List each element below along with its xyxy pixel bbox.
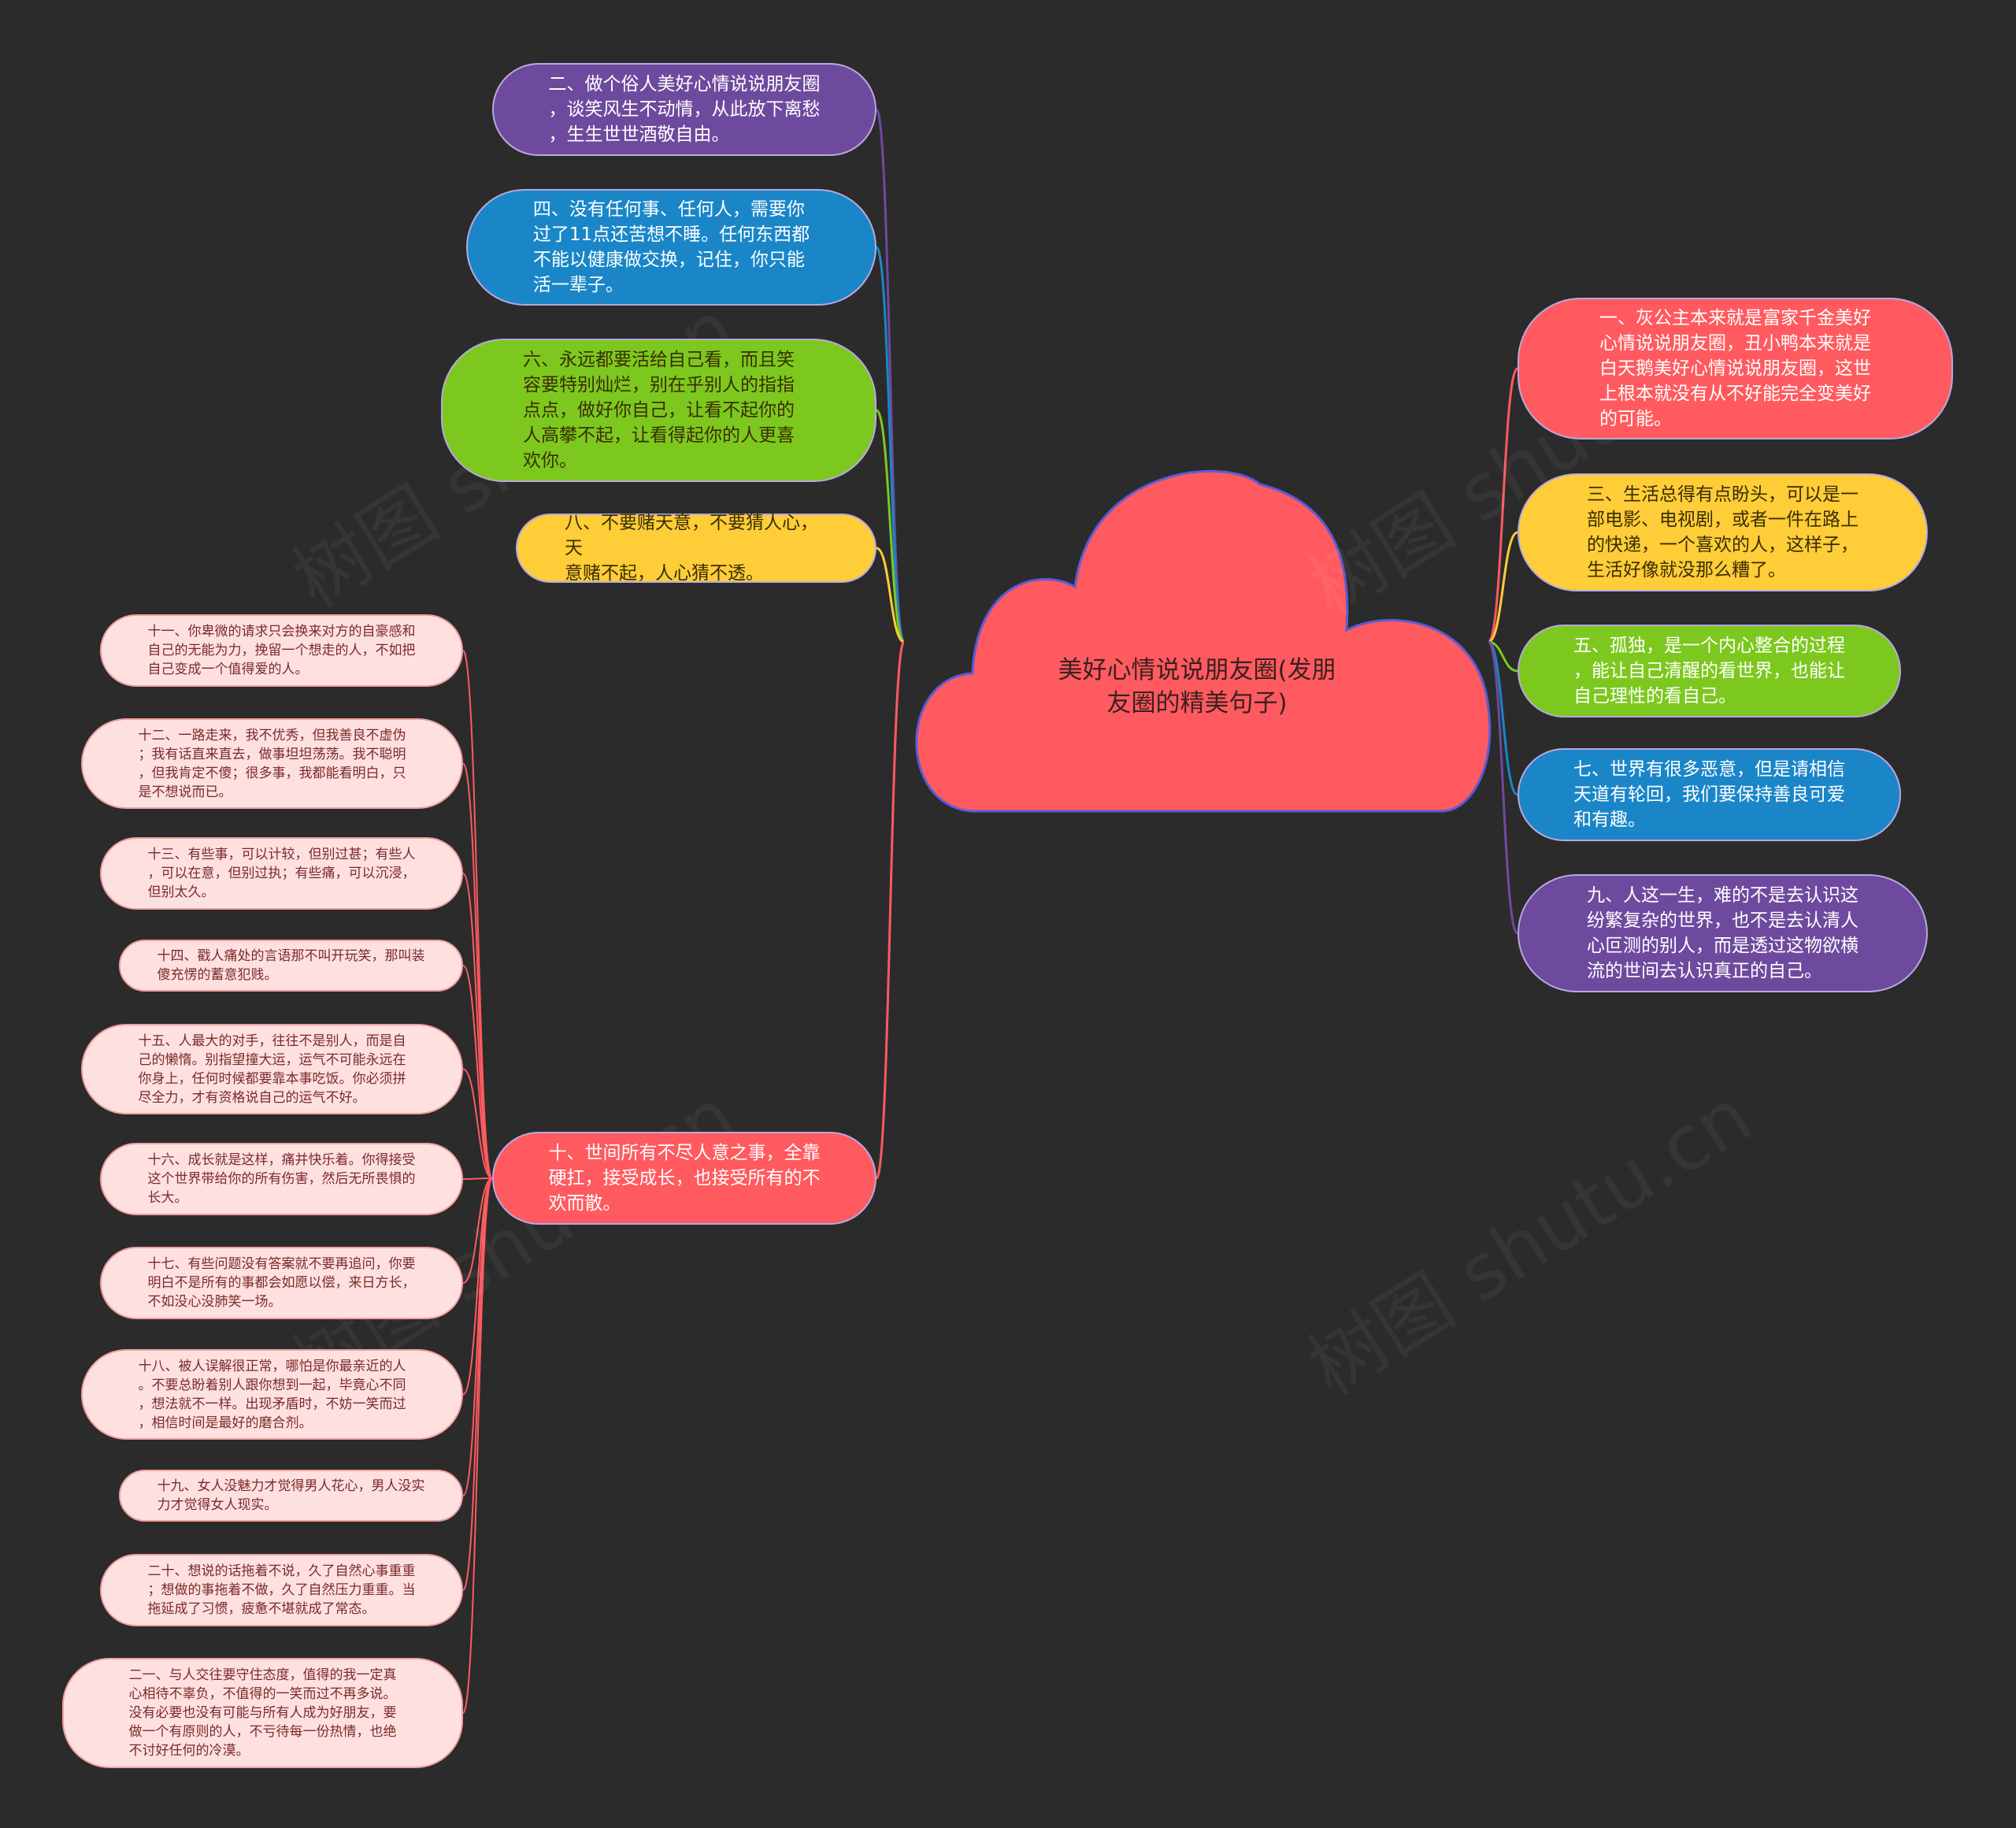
- connector-line: [462, 1177, 493, 1180]
- left-topic-node[interactable]: 六、永远都要活给自己看，而且笑 容要特别灿烂，别在乎别人的指指 点点，做好你自己…: [441, 339, 876, 482]
- node-text: 十三、有些事，可以计较，但别过甚；有些人 ，可以在意，但别过执；有些痛，可以沉浸…: [147, 847, 416, 900]
- connector-line: [875, 108, 906, 643]
- connector-line: [875, 640, 906, 1180]
- node-text: 九、人这一生，难的不是去认识这 纷繁复杂的世界，也不是去认清人 心叵测的别人，而…: [1587, 885, 1858, 981]
- node-text: 十、世间所有不尽人意之事，全靠 硬扛，接受成长，也接受所有的不 欢而散。: [548, 1143, 821, 1214]
- node-text: 七、世界有很多恶意，但是请相信 天道有轮回，我们要保持善良可爱 和有趣。: [1573, 759, 1845, 830]
- node-text: 二十、想说的话拖着不说，久了自然心事重重 ；想做的事拖着不做，久了自然压力重重。…: [147, 1563, 416, 1617]
- connector-line: [1487, 640, 1519, 935]
- node-text: 二一、与人交往要守住态度，值得的我一定真 心相待不辜负，不值得的一笑而过不再多说…: [128, 1667, 397, 1759]
- center-title: 美好心情说说朋友圈(发朋 友圈的精美句子): [1058, 656, 1336, 717]
- sub-topic-leaf[interactable]: 十一、你卑微的请求只会换来对方的自豪感和 自己的无能为力，挽留一个想走的人，不如…: [100, 614, 463, 687]
- sub-topic-leaf[interactable]: 十七、有些问题没有答案就不要再追问，你要 明白不是所有的事都会如愿以偿，来日方长…: [100, 1247, 463, 1319]
- node-text: 十九、女人没魅力才觉得男人花心，男人没实 力才觉得女人现实。: [157, 1478, 425, 1513]
- connector-lines: [462, 108, 1519, 1714]
- connector-line: [462, 1068, 493, 1179]
- connector-line: [462, 873, 493, 1179]
- right-topic-node[interactable]: 九、人这一生，难的不是去认识这 纷繁复杂的世界，也不是去认清人 心叵测的别人，而…: [1518, 874, 1928, 992]
- connector-line: [462, 1177, 493, 1714]
- connector-line: [1488, 640, 1518, 673]
- node-text: 十二、一路走来，我不优秀，但我善良不虚伪 ；我有话直来直去，做事坦坦荡荡。我不聪…: [138, 727, 406, 800]
- node-text: 十六、成长就是这样，痛并快乐着。你得接受 这个世界带给你的所有伤害，然后无所畏惧…: [147, 1152, 416, 1206]
- sub-topic-leaf[interactable]: 十六、成长就是这样，痛并快乐着。你得接受 这个世界带给你的所有伤害，然后无所畏惧…: [100, 1143, 463, 1215]
- connector-line: [1487, 367, 1519, 643]
- node-text: 十五、人最大的对手，往往不是别人，而是自 己的懒惰。别指望撞大运，运气不可能永远…: [138, 1033, 406, 1106]
- sub-topic-leaf[interactable]: 十四、戳人痛处的言语那不叫开玩笑，那叫装 傻充愣的蓄意犯贱。: [119, 940, 463, 992]
- sub-topic-leaf[interactable]: 十二、一路走来，我不优秀，但我善良不虚伪 ；我有话直来直去，做事坦坦荡荡。我不聪…: [81, 718, 463, 809]
- node-text: 三、生活总得有点盼头，可以是一 部电影、电视剧，或者一件在路上 的快递，一个喜欢…: [1587, 484, 1858, 580]
- connector-line: [462, 650, 493, 1179]
- sub-topic-leaf[interactable]: 十五、人最大的对手，往往不是别人，而是自 己的懒惰。别指望撞大运，运气不可能永远…: [81, 1024, 463, 1114]
- node-text: 十四、戳人痛处的言语那不叫开玩笑，那叫装 傻充愣的蓄意犯贱。: [157, 948, 425, 983]
- node-text: 八、不要赌天意，不要猜人心，天 意赌不起，人心猜不透。: [565, 513, 818, 584]
- sub-topic-leaf[interactable]: 十三、有些事，可以计较，但别过甚；有些人 ，可以在意，但别过执；有些痛，可以沉浸…: [100, 837, 463, 910]
- node-text: 五、孤独，是一个内心整合的过程 ，能让自己清醒的看世界，也能让 自己理性的看自己…: [1573, 636, 1845, 706]
- left-topic-node[interactable]: 十、世间所有不尽人意之事，全靠 硬扛，接受成长，也接受所有的不 欢而散。: [492, 1132, 876, 1225]
- sub-topic-leaf[interactable]: 十八、被人误解很正常，哪怕是你最亲近的人 。不要总盼着别人跟你想到一起，毕竟心不…: [81, 1349, 463, 1440]
- connector-line: [462, 965, 493, 1179]
- sub-topic-leaf[interactable]: 二一、与人交往要守住态度，值得的我一定真 心相待不辜负，不值得的一笑而过不再多说…: [62, 1658, 463, 1768]
- connector-line: [875, 246, 906, 643]
- center-cloud[interactable]: [915, 469, 1492, 813]
- node-text: 六、永远都要活给自己看，而且笑 容要特别灿烂，别在乎别人的指指 点点，做好你自己…: [523, 350, 795, 471]
- connector-line: [462, 1177, 493, 1284]
- left-topic-node[interactable]: 四、没有任何事、任何人，需要你 过了11点还苦想不睡。任何东西都 不能以健康做交…: [466, 189, 876, 306]
- connector-line: [1488, 531, 1518, 643]
- node-text: 十一、你卑微的请求只会换来对方的自豪感和 自己的无能为力，挽留一个想走的人，不如…: [147, 624, 416, 677]
- connector-line: [462, 1177, 493, 1396]
- node-text: 四、没有任何事、任何人，需要你 过了11点还苦想不睡。任何东西都 不能以健康做交…: [532, 199, 810, 295]
- node-text: 十八、被人误解很正常，哪怕是你最亲近的人 。不要总盼着别人跟你想到一起，毕竟心不…: [138, 1358, 406, 1431]
- node-text: 一、灰公主本来就是富家千金美好 心情说说朋友圈，丑小鸭本来就是 白天鹅美好心情说…: [1599, 308, 1871, 429]
- connector-line: [875, 409, 906, 643]
- right-topic-node[interactable]: 三、生活总得有点盼头，可以是一 部电影、电视剧，或者一件在路上 的快递，一个喜欢…: [1518, 473, 1928, 591]
- right-topic-node[interactable]: 七、世界有很多恶意，但是请相信 天道有轮回，我们要保持善良可爱 和有趣。: [1518, 748, 1901, 841]
- connector-line: [1488, 640, 1518, 796]
- connector-line: [876, 547, 905, 643]
- right-topic-node[interactable]: 五、孤独，是一个内心整合的过程 ，能让自己清醒的看世界，也能让 自己理性的看自己…: [1518, 625, 1901, 717]
- left-topic-node[interactable]: 八、不要赌天意，不要猜人心，天 意赌不起，人心猜不透。: [516, 513, 876, 584]
- left-topic-node[interactable]: 二、做个俗人美好心情说说朋友圈 ，谈笑风生不动情，从此放下离愁 ，生生世世酒敬自…: [492, 63, 876, 156]
- sub-topic-leaf[interactable]: 二十、想说的话拖着不说，久了自然心事重重 ；想做的事拖着不做，久了自然压力重重。…: [100, 1554, 463, 1626]
- node-text: 十七、有些问题没有答案就不要再追问，你要 明白不是所有的事都会如愿以偿，来日方长…: [147, 1256, 416, 1310]
- sub-topic-leaf[interactable]: 十九、女人没魅力才觉得男人花心，男人没实 力才觉得女人现实。: [119, 1470, 463, 1522]
- node-text: 二、做个俗人美好心情说说朋友圈 ，谈笑风生不动情，从此放下离愁 ，生生世世酒敬自…: [548, 74, 821, 145]
- connector-line: [462, 762, 493, 1179]
- right-topic-node[interactable]: 一、灰公主本来就是富家千金美好 心情说说朋友圈，丑小鸭本来就是 白天鹅美好心情说…: [1518, 298, 1953, 439]
